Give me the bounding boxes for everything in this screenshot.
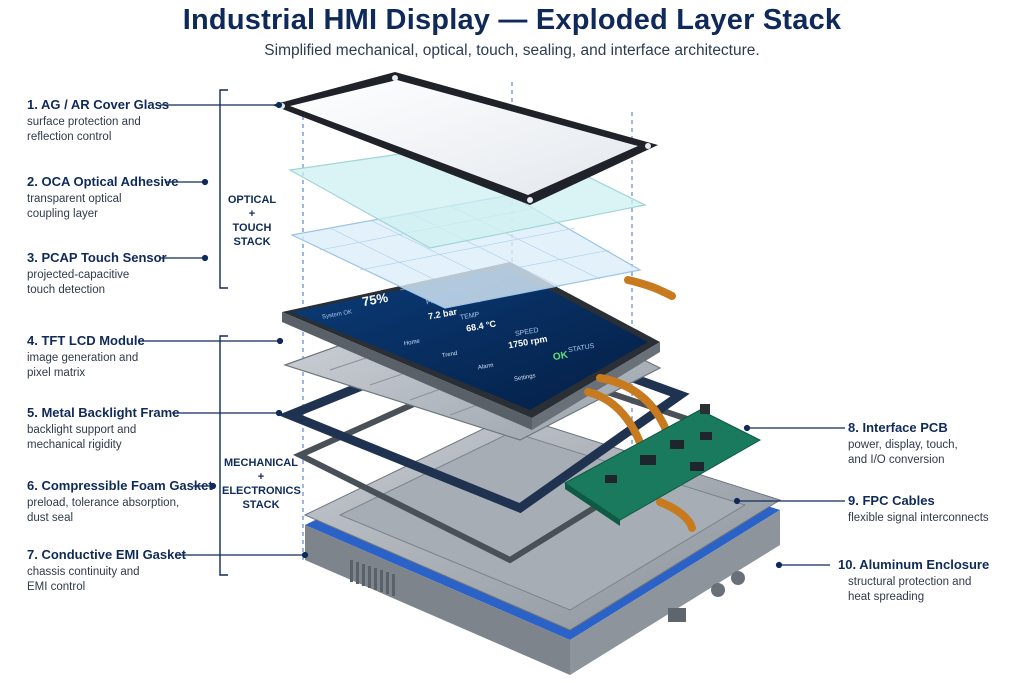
leader-lines <box>140 101 845 569</box>
label-fpc-cables: 9. FPC Cables flexible signal interconne… <box>848 493 989 526</box>
label-heading: 2. OCA Optical Adhesive <box>27 174 179 189</box>
label-foam-gasket: 6. Compressible Foam Gasket preload, tol… <box>27 478 213 526</box>
label-cover-glass: 1. AG / AR Cover Glass surface protectio… <box>27 97 169 145</box>
label-backlight-frame: 5. Metal Backlight Frame backlight suppo… <box>27 405 179 453</box>
label-heading: 10. Aluminum Enclosure <box>838 557 990 572</box>
group-brackets <box>219 89 228 576</box>
label-heading: 5. Metal Backlight Frame <box>27 405 180 420</box>
label-aluminum-enclosure: 10. Aluminum Enclosure structural protec… <box>838 557 989 605</box>
label-heading: 4. TFT LCD Module <box>27 333 145 348</box>
label-oca: 2. OCA Optical Adhesive transparent opti… <box>27 174 178 222</box>
interface-pcb <box>564 404 762 526</box>
label-heading: 6. Compressible Foam Gasket <box>27 478 213 493</box>
label-heading: 1. AG / AR Cover Glass <box>27 97 170 112</box>
label-desc: preload, tolerance absorption,dust seal <box>27 497 180 524</box>
label-touch-sensor: 3. PCAP Touch Sensor projected-capacitiv… <box>27 250 167 298</box>
page-title: Industrial HMI Display — Exploded Layer … <box>182 4 842 36</box>
label-heading: 7. Conductive EMI Gasket <box>27 547 186 562</box>
page-subtitle: Simplified mechanical, optical, touch, s… <box>264 42 760 59</box>
label-desc: flexible signal interconnects <box>848 512 989 524</box>
label-heading: 3. PCAP Touch Sensor <box>27 250 167 265</box>
label-heading: 9. FPC Cables <box>848 493 935 508</box>
label-desc: power, display, touch,and I/O conversion <box>848 439 958 466</box>
label-heading: 8. Interface PCB <box>848 420 948 435</box>
label-emi-gasket: 7. Conductive EMI Gasket chassis continu… <box>27 547 186 595</box>
label-interface-pcb: 8. Interface PCB power, display, touch,a… <box>848 420 958 468</box>
tft-lcd-module <box>282 262 660 430</box>
